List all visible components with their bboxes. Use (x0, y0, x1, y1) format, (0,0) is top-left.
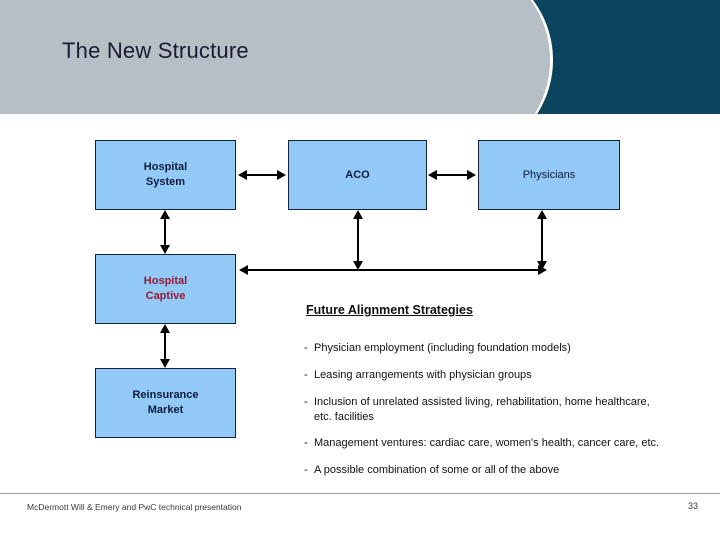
node-label-line1: Hospital (143, 275, 188, 288)
arrow-left-icon (428, 170, 437, 180)
arrow-up-icon (353, 210, 363, 219)
list-item: - Leasing arrangements with physician gr… (304, 368, 664, 383)
list-item-text: Inclusion of unrelated assisted living, … (314, 395, 650, 423)
list-item: - Physician employment (including founda… (304, 341, 664, 356)
arrow-up-icon (160, 324, 170, 333)
list-item-text: A possible combination of some or all of… (314, 464, 560, 477)
node-reinsurance-market[interactable]: Reinsurance Market (95, 368, 236, 438)
arrow-up-icon (160, 210, 170, 219)
list-item-text: Management ventures: cardiac care, women… (314, 437, 660, 450)
connector-line (357, 219, 359, 261)
node-hospital-captive[interactable]: Hospital Captive (95, 254, 236, 324)
node-hospital-captive-label: Hospital Captive (144, 274, 187, 304)
arrow-down-icon (537, 261, 547, 270)
node-hospital-system[interactable]: Hospital System (95, 140, 236, 210)
header-gray-curve (0, 0, 553, 114)
footer-divider (0, 493, 720, 494)
connector-line (437, 174, 467, 176)
list-item-text: Physician employment (including foundati… (314, 342, 571, 354)
arrow-down-icon (353, 261, 363, 270)
node-physicians[interactable]: Physicians (478, 140, 620, 210)
node-physicians-label: Physicians (522, 168, 576, 181)
bullet-dash: - (304, 342, 308, 354)
node-label-line2: System (145, 176, 186, 188)
node-hospital-system-label: Hospital System (144, 160, 187, 190)
connector-line (248, 269, 542, 271)
arrow-right-icon (277, 170, 286, 180)
arrow-left-icon (238, 170, 247, 180)
node-label-line2: Market (147, 404, 184, 416)
node-label-line2: Captive (145, 290, 186, 302)
page-title: The New Structure (62, 38, 249, 63)
arrow-down-icon (160, 245, 170, 254)
node-label-line1: Hospital (143, 161, 188, 174)
node-aco-label: ACO (345, 168, 370, 181)
arrow-left-icon (239, 265, 248, 275)
node-label-line1: Reinsurance (132, 389, 199, 402)
list-item: - Management ventures: cardiac care, wom… (304, 436, 664, 451)
bullet-dash: - (304, 464, 308, 477)
bullet-dash: - (304, 368, 308, 381)
arrow-down-icon (160, 359, 170, 368)
connector-line (247, 174, 277, 176)
strategies-list: - Physician employment (including founda… (304, 341, 664, 490)
page-number: 33 (687, 501, 698, 511)
slide-header-band: The New Structure (0, 0, 720, 114)
list-item: - Inclusion of unrelated assisted living… (304, 395, 664, 425)
arrow-right-icon (538, 265, 547, 275)
strategies-heading: Future Alignment Strategies (306, 303, 473, 317)
connector-line (164, 219, 166, 245)
bullet-dash: - (304, 437, 308, 450)
node-aco[interactable]: ACO (288, 140, 427, 210)
arrow-right-icon (467, 170, 476, 180)
node-reinsurance-market-label: Reinsurance Market (132, 388, 198, 418)
footer-text: McDermott Will & Emery and PwC technical… (27, 502, 242, 512)
connector-line (541, 219, 543, 261)
list-item: - A possible combination of some or all … (304, 463, 664, 478)
arrow-up-icon (537, 210, 547, 219)
list-item-text: Leasing arrangements with physician grou… (314, 368, 532, 381)
connector-line (164, 333, 166, 359)
bullet-dash: - (304, 395, 308, 408)
